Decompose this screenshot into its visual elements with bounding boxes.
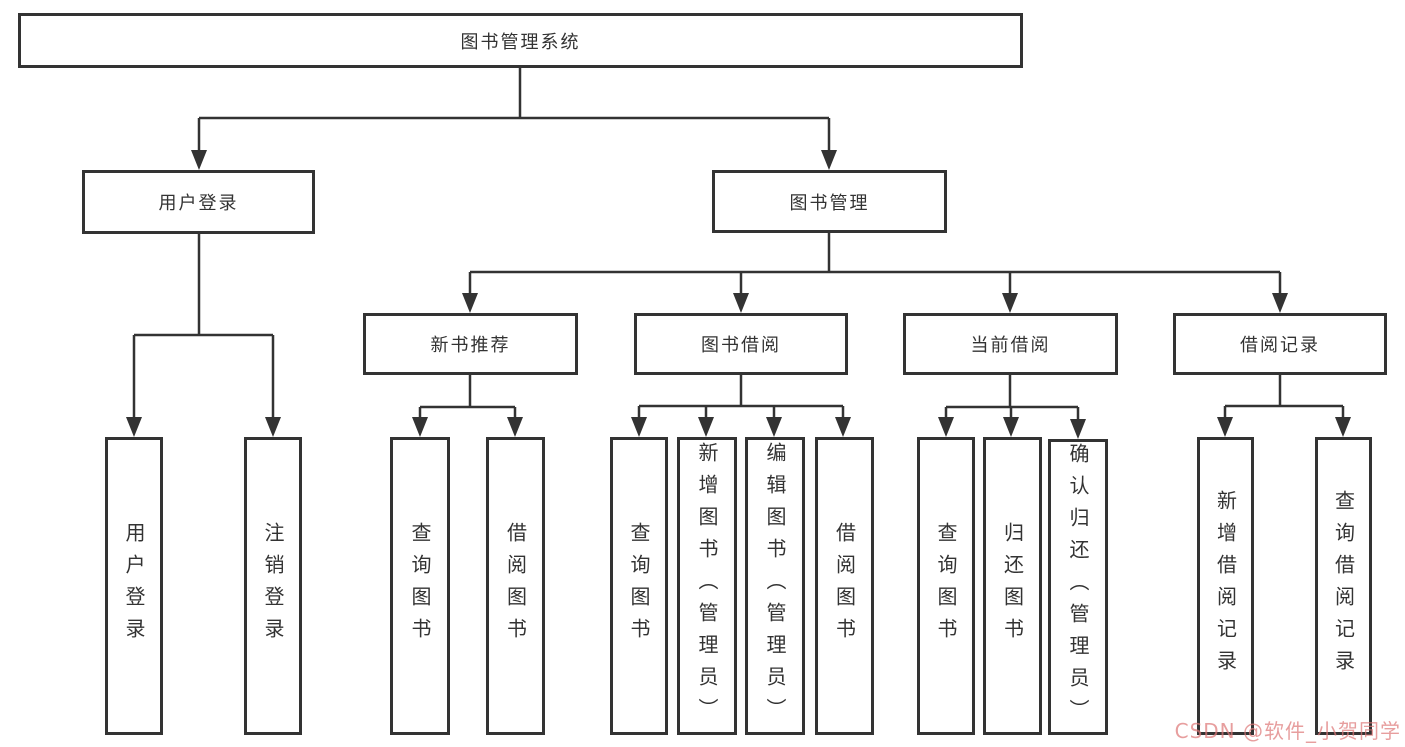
node-label: 图书管理系统 xyxy=(460,31,581,53)
node-label: 注销登录 xyxy=(261,522,285,650)
leaf-edit-book-admin: 编辑图书（管理员） xyxy=(745,437,805,735)
node-label: 查询图书 xyxy=(934,522,958,650)
node-library-management-system: 图书管理系统 xyxy=(18,13,1023,68)
leaf-confirm-return-admin: 确认归还（管理员） xyxy=(1048,439,1108,735)
arrowheads xyxy=(126,150,1351,439)
node-book-management: 图书管理 xyxy=(712,170,947,233)
node-label: 新增借阅记录 xyxy=(1213,490,1238,682)
node-label: 查询图书 xyxy=(627,522,651,650)
node-label: 图书借阅 xyxy=(701,335,781,356)
node-label: 查询图书 xyxy=(408,522,432,650)
node-label: 借阅记录 xyxy=(1240,335,1320,356)
node-label: 新书推荐 xyxy=(430,335,511,356)
node-user-login: 用户登录 xyxy=(82,170,315,234)
node-label: 新增图书（管理员） xyxy=(695,442,719,730)
node-label: 当前借阅 xyxy=(970,335,1051,356)
leaf-query-books-recommend: 查询图书 xyxy=(390,437,450,735)
node-label: 图书管理 xyxy=(789,192,870,214)
leaf-return-books: 归还图书 xyxy=(983,437,1042,735)
node-label: 确认归还（管理员） xyxy=(1066,443,1090,731)
leaf-query-borrow-record: 查询借阅记录 xyxy=(1315,437,1372,735)
leaf-user-login: 用户登录 xyxy=(105,437,163,735)
node-label: 用户登录 xyxy=(122,522,146,650)
leaf-borrow-books: 借阅图书 xyxy=(815,437,874,735)
leaf-logout: 注销登录 xyxy=(244,437,302,735)
node-label: 编辑图书（管理员） xyxy=(763,442,787,730)
node-label: 用户登录 xyxy=(158,193,239,214)
node-label: 查询借阅记录 xyxy=(1331,490,1356,682)
node-label: 借阅图书 xyxy=(503,522,528,650)
node-label: 归还图书 xyxy=(1000,522,1025,650)
leaf-add-book-admin: 新增图书（管理员） xyxy=(677,437,737,735)
leaf-borrow-books-recommend: 借阅图书 xyxy=(486,437,545,735)
node-new-book-recommend: 新书推荐 xyxy=(363,313,578,375)
node-current-borrow: 当前借阅 xyxy=(903,313,1118,375)
leaf-query-books-current: 查询图书 xyxy=(917,437,975,735)
node-book-borrow: 图书借阅 xyxy=(634,313,848,375)
node-borrow-record: 借阅记录 xyxy=(1173,313,1387,375)
leaf-query-books-borrow: 查询图书 xyxy=(610,437,668,735)
leaf-add-borrow-record: 新增借阅记录 xyxy=(1197,437,1254,735)
node-label: 借阅图书 xyxy=(832,522,857,650)
